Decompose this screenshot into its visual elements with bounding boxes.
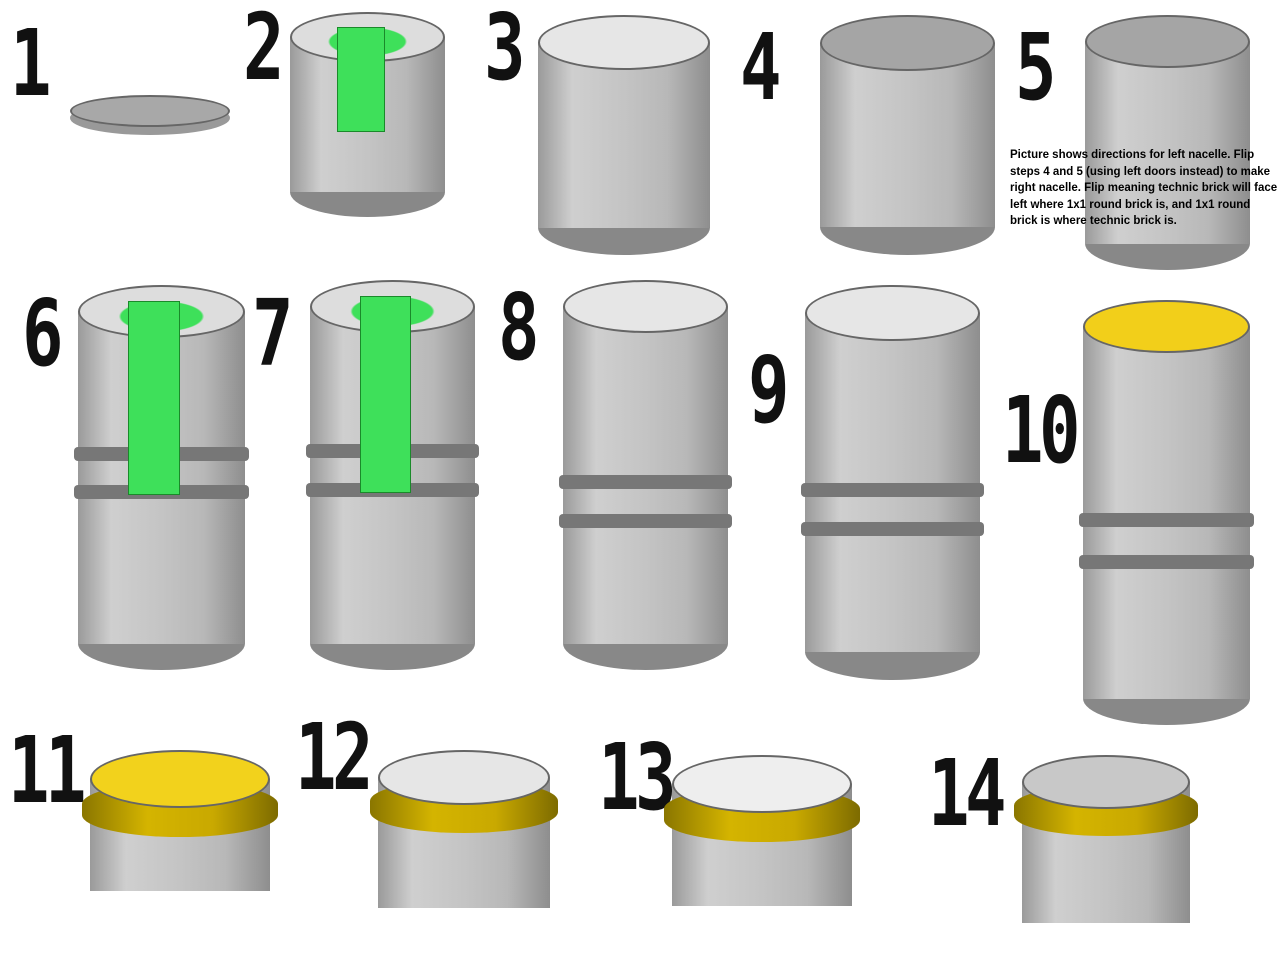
step-number-5: 5 — [1015, 14, 1057, 121]
model-body — [538, 42, 710, 228]
step-7-model — [306, 280, 479, 670]
step-number-4: 4 — [740, 14, 782, 121]
model-body — [1085, 41, 1250, 244]
step-8-model — [559, 280, 732, 670]
model-top — [820, 15, 995, 71]
instruction-note: Picture shows directions for left nacell… — [1010, 149, 1278, 227]
step-number-10: 10 — [1002, 377, 1081, 484]
model-top — [378, 750, 550, 805]
step-10-model — [1079, 300, 1254, 725]
step-number-11: 11 — [8, 717, 87, 824]
band-layer — [559, 475, 732, 489]
model-top — [538, 15, 710, 70]
band-layer — [801, 522, 984, 536]
model-top — [563, 280, 728, 333]
green-brick-column — [359, 295, 411, 493]
step-number-12: 12 — [295, 704, 374, 811]
step-number-7: 7 — [252, 280, 294, 387]
model-top — [1083, 300, 1250, 353]
step-12-model — [370, 750, 558, 935]
step-number-14: 14 — [928, 740, 1007, 847]
band-layer — [1079, 512, 1254, 527]
band-layer — [559, 514, 732, 528]
step-number-3: 3 — [484, 0, 526, 101]
model-top — [672, 755, 852, 813]
step-number-2: 2 — [243, 0, 285, 101]
model-top — [1022, 755, 1190, 809]
step-number-13: 13 — [598, 724, 677, 831]
step-number-8: 8 — [498, 274, 540, 381]
band-layer — [1079, 555, 1254, 569]
model-top — [90, 750, 270, 808]
step-11-model — [82, 750, 278, 920]
step-3-model — [538, 15, 710, 255]
green-brick-column — [336, 27, 385, 132]
step-number-1: 1 — [10, 10, 52, 117]
model-top — [805, 285, 980, 341]
step-number-6: 6 — [22, 280, 64, 387]
step-number-9: 9 — [748, 337, 790, 444]
step-13-model — [664, 755, 860, 935]
step-5-model — [1085, 15, 1250, 270]
step-2-model — [290, 12, 445, 217]
step-1-model — [70, 95, 230, 135]
green-brick-column — [128, 300, 181, 496]
model-top — [1085, 15, 1250, 68]
step-14-model — [1014, 755, 1198, 950]
band-layer — [801, 482, 984, 497]
step-4-model — [820, 15, 995, 255]
model-body — [820, 43, 995, 227]
step-9-model — [801, 285, 984, 680]
step-6-model — [74, 285, 249, 670]
